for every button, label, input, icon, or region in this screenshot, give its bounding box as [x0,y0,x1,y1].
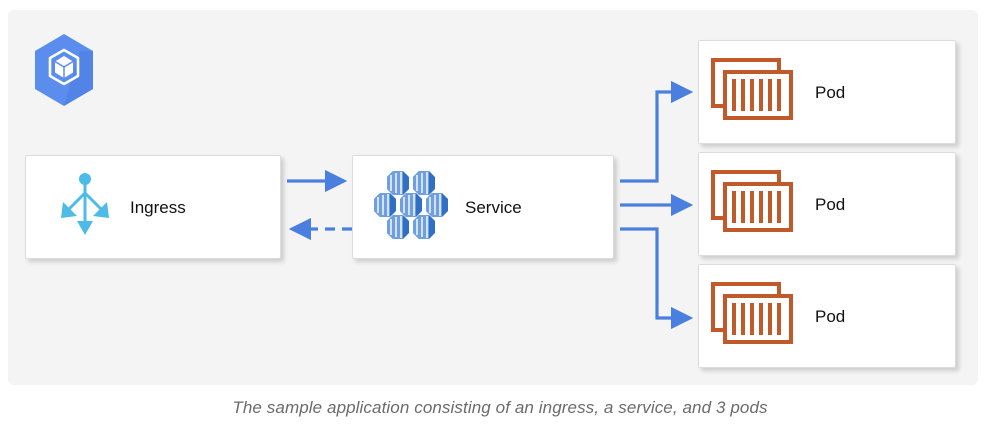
node-pod-label: Pod [815,306,846,326]
node-ingress-label: Ingress [130,197,186,217]
node-pod-label: Pod [815,82,846,102]
pod-containers-icon [709,54,797,131]
pod-containers-icon [709,278,797,355]
node-service[interactable]: Service [352,155,614,259]
node-pod-label: Pod [815,194,846,214]
gke-kubernetes-logo-icon [32,32,96,108]
diagram-caption: The sample application consisting of an … [232,398,768,417]
node-service-label: Service [465,197,522,217]
node-pod-3[interactable]: Pod [698,264,956,368]
service-honeycomb-icon [373,169,449,244]
node-pod-1[interactable]: Pod [698,40,956,144]
node-pod-2[interactable]: Pod [698,152,956,256]
ingress-splitter-icon [58,171,112,244]
node-ingress[interactable]: Ingress [25,155,281,259]
pod-containers-icon [709,166,797,243]
